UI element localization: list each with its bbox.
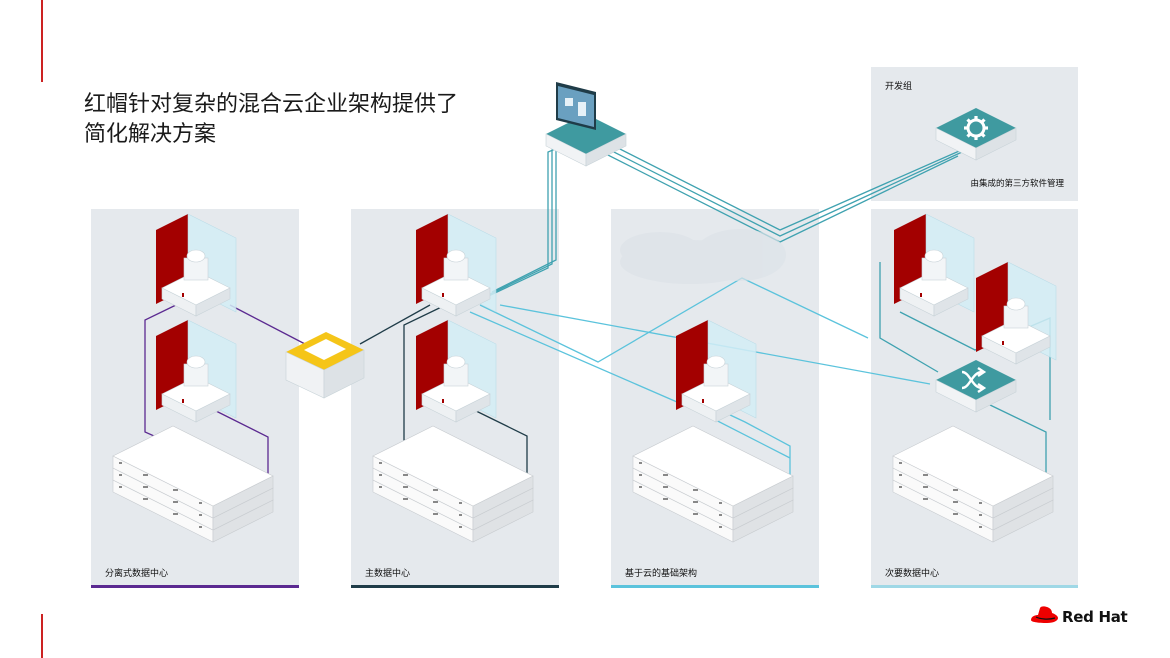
edge-appliance [285, 332, 365, 399]
server-node [893, 213, 975, 317]
slide-title: 红帽针对复杂的混合云企业架构提供了 简化解决方案 [84, 90, 524, 150]
dev-group-label: 开发组 [885, 82, 913, 92]
purple-link [229, 304, 306, 345]
panel-bar [611, 585, 819, 588]
panel-label: 主数据中心 [365, 569, 411, 579]
teal-link [485, 144, 567, 297]
switch-device [935, 359, 1017, 413]
connection-lines [144, 141, 1051, 492]
red-hat-logo: Red Hat [1028, 604, 1128, 632]
title-line-2: 简化解决方案 [84, 122, 217, 147]
server-rack-stack [893, 426, 1053, 542]
panel-bar [351, 585, 559, 588]
accent-line-top [41, 0, 43, 82]
gear-device [935, 107, 1017, 161]
dev-group-caption: 由集成的第三方软件管理 [970, 179, 1064, 189]
server-rack-stack [373, 426, 533, 542]
accent-line-bottom [41, 614, 43, 658]
server-node [155, 319, 237, 423]
teal-link [491, 141, 573, 293]
teal-link [609, 143, 967, 231]
server-node [415, 319, 497, 423]
teal-link [603, 146, 963, 237]
navy-link [359, 304, 431, 345]
panel-bar [871, 585, 1078, 588]
server-rack-stack [113, 426, 273, 542]
server-node [675, 319, 757, 423]
gear-icon [964, 116, 988, 140]
server-rack-stack [633, 426, 793, 542]
panel-label: 分离式数据中心 [105, 569, 169, 579]
server-node [975, 261, 1057, 365]
panel-label: 基于云的基础架构 [625, 569, 698, 579]
red-hat-logo-icon [1031, 606, 1058, 623]
cyan-link [879, 262, 939, 373]
title-line-1: 红帽针对复杂的混合云企业架构提供了 [84, 92, 459, 117]
teal-link [597, 149, 959, 243]
cloud-shape [620, 229, 786, 284]
cyan-link [987, 403, 1047, 490]
server-node [155, 213, 237, 317]
panel-label: 次要数据中心 [885, 569, 940, 579]
server-node [415, 213, 497, 317]
logo-text: Red Hat [1062, 608, 1128, 626]
cyan-link [479, 277, 869, 363]
shuffle-icon [961, 367, 987, 393]
panel-bar [91, 585, 299, 588]
monitor-icon [545, 82, 627, 167]
